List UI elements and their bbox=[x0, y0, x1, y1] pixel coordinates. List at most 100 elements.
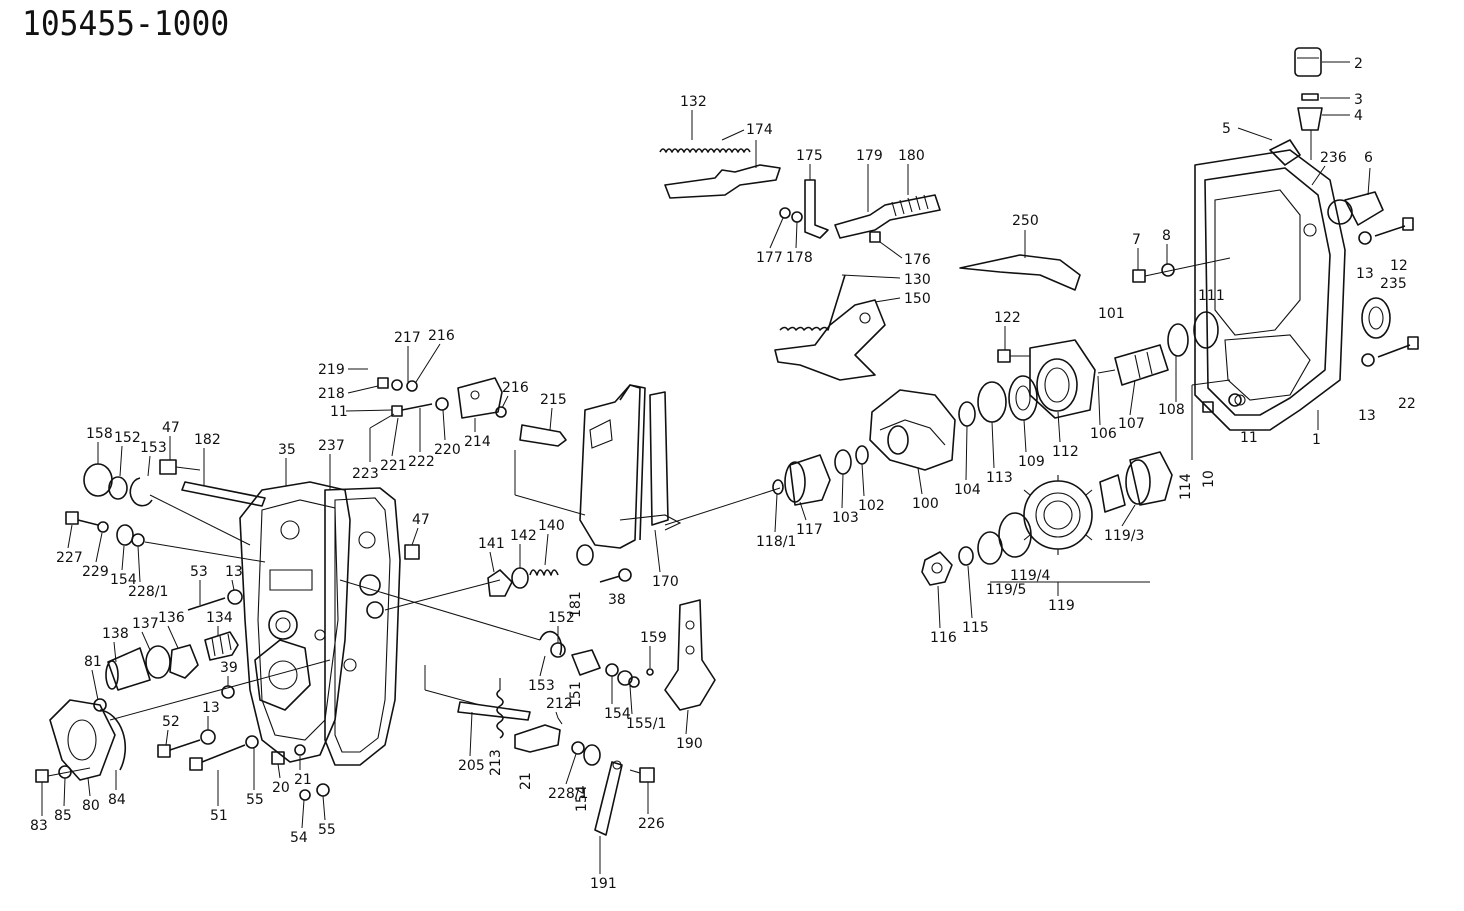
label-119: 119 bbox=[1048, 598, 1075, 614]
label-85: 85 bbox=[54, 808, 72, 824]
shaft-179-180 bbox=[834, 194, 941, 243]
label-13-left-b: 13 bbox=[202, 700, 220, 716]
label-152-left: 152 bbox=[114, 430, 141, 446]
label-221: 221 bbox=[380, 458, 407, 474]
label-104: 104 bbox=[954, 482, 981, 498]
label-170: 170 bbox=[652, 574, 679, 590]
label-119-5: 119/5 bbox=[986, 582, 1026, 598]
label-236: 236 bbox=[1320, 150, 1347, 166]
label-11-mid: 11 bbox=[330, 404, 348, 420]
label-155-1: 155/1 bbox=[626, 716, 666, 732]
label-237: 237 bbox=[318, 438, 345, 454]
lever-174 bbox=[664, 164, 781, 199]
gasket-237 bbox=[314, 487, 401, 766]
label-21-left: 21 bbox=[294, 772, 312, 788]
label-154-left: 154 bbox=[110, 572, 137, 588]
label-11-right: 11 bbox=[1240, 430, 1258, 446]
label-118-1: 118/1 bbox=[756, 534, 796, 550]
screw-10-11 bbox=[1202, 393, 1242, 413]
label-154-mid: 154 bbox=[604, 706, 631, 722]
label-175: 175 bbox=[796, 148, 823, 164]
bolt-22-13 bbox=[1361, 336, 1419, 367]
label-39: 39 bbox=[220, 660, 238, 676]
label-228-1-mid: 228/1 bbox=[548, 786, 588, 802]
label-13-top: 13 bbox=[1356, 266, 1374, 282]
shaft-axis-line bbox=[664, 487, 781, 526]
screw-159 bbox=[646, 668, 654, 676]
label-22: 22 bbox=[1398, 396, 1416, 412]
label-8: 8 bbox=[1162, 228, 1171, 244]
bracket-175 bbox=[779, 179, 829, 239]
bolt-12-13 bbox=[1358, 217, 1414, 245]
label-181: 181 bbox=[568, 591, 584, 618]
label-13-right: 13 bbox=[1358, 408, 1376, 424]
plate-250 bbox=[959, 254, 1081, 291]
block-214 bbox=[457, 377, 503, 419]
label-138: 138 bbox=[102, 626, 129, 642]
bearing-235 bbox=[1361, 297, 1391, 339]
label-132: 132 bbox=[680, 94, 707, 110]
label-215: 215 bbox=[540, 392, 567, 408]
adjuster-134-136-137-138 bbox=[105, 631, 239, 691]
label-178: 178 bbox=[786, 250, 813, 266]
label-153-mid: 153 bbox=[528, 678, 555, 694]
label-1: 1 bbox=[1312, 432, 1321, 448]
label-111: 111 bbox=[1198, 288, 1225, 304]
label-47-left: 47 bbox=[162, 420, 180, 436]
bolt-53-13 bbox=[187, 589, 243, 611]
label-122: 122 bbox=[994, 310, 1021, 326]
pin-21-212 bbox=[514, 717, 563, 753]
label-10: 10 bbox=[1201, 470, 1217, 488]
label-119-3: 119/3 bbox=[1104, 528, 1144, 544]
label-54: 54 bbox=[290, 830, 308, 846]
label-116: 116 bbox=[930, 630, 957, 646]
label-205: 205 bbox=[458, 758, 485, 774]
label-51: 51 bbox=[210, 808, 228, 824]
label-80: 80 bbox=[82, 798, 100, 814]
label-250: 250 bbox=[1012, 213, 1039, 229]
label-235: 235 bbox=[1380, 276, 1407, 292]
shaft-107-108-111 bbox=[1097, 311, 1219, 386]
coupling-100 bbox=[869, 389, 956, 471]
spring-140-142 bbox=[487, 567, 559, 597]
label-177: 177 bbox=[756, 250, 783, 266]
label-136: 136 bbox=[158, 610, 185, 626]
label-7: 7 bbox=[1132, 232, 1141, 248]
label-218: 218 bbox=[318, 386, 345, 402]
cap-158-152-153 bbox=[83, 463, 153, 507]
label-112: 112 bbox=[1052, 444, 1079, 460]
cap-plug-assembly bbox=[1294, 47, 1323, 160]
flange-117-118 bbox=[772, 454, 831, 506]
label-35: 35 bbox=[278, 442, 296, 458]
label-152-mid: 152 bbox=[548, 610, 575, 626]
label-151: 151 bbox=[568, 681, 584, 708]
governor-housing-35 bbox=[239, 481, 351, 763]
label-53: 53 bbox=[190, 564, 208, 580]
label-55-left: 55 bbox=[246, 792, 264, 808]
label-190: 190 bbox=[676, 736, 703, 752]
label-222: 222 bbox=[408, 454, 435, 470]
bolt-47 bbox=[159, 459, 420, 560]
label-12: 12 bbox=[1390, 258, 1408, 274]
label-108: 108 bbox=[1158, 402, 1185, 418]
label-101: 101 bbox=[1098, 306, 1125, 322]
label-13-left-a: 13 bbox=[225, 564, 243, 580]
label-153-left: 153 bbox=[140, 440, 167, 456]
label-217: 217 bbox=[394, 330, 421, 346]
label-158: 158 bbox=[86, 426, 113, 442]
label-109: 109 bbox=[1018, 454, 1045, 470]
label-223: 223 bbox=[352, 466, 379, 482]
label-106: 106 bbox=[1090, 426, 1117, 442]
label-130: 130 bbox=[904, 272, 931, 288]
label-21-mid: 21 bbox=[518, 772, 534, 790]
lever-190 bbox=[664, 599, 716, 711]
label-180: 180 bbox=[898, 148, 925, 164]
label-212: 212 bbox=[546, 696, 573, 712]
label-119-4: 119/4 bbox=[1010, 568, 1050, 584]
label-226: 226 bbox=[638, 816, 665, 832]
label-2: 2 bbox=[1354, 56, 1363, 72]
label-154-low: 154 bbox=[574, 785, 590, 812]
bearing-housing-112 bbox=[997, 339, 1096, 419]
lever-150 bbox=[774, 299, 886, 381]
plug-6 bbox=[1327, 191, 1384, 226]
